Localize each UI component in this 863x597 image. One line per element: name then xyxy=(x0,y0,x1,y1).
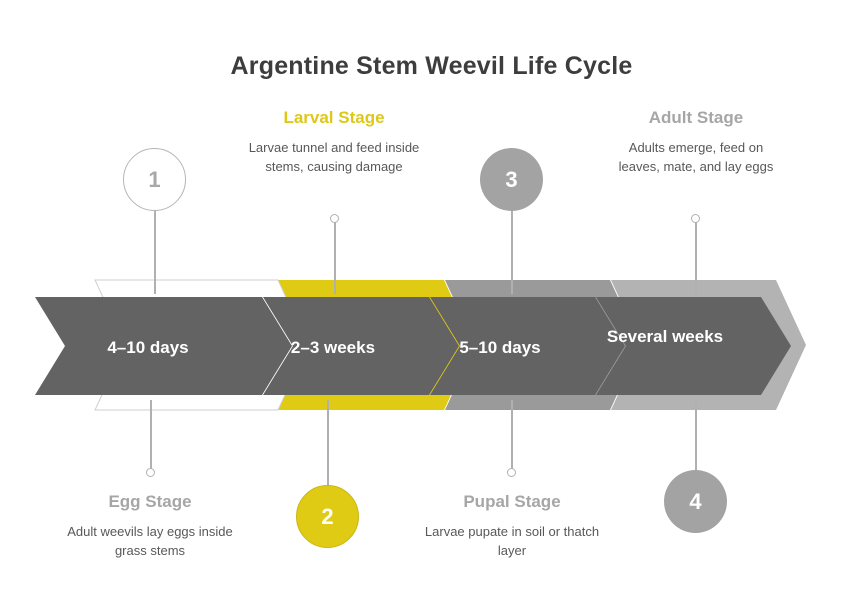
stage-title-larval: Larval Stage xyxy=(283,108,385,127)
stage-marker-1[interactable]: 1 xyxy=(123,148,186,211)
stage-title-pupal: Pupal Stage xyxy=(463,492,561,511)
stage-number-3: 3 xyxy=(505,166,518,192)
stage-block-larval: Larval Stage Larvae tunnel and feed insi… xyxy=(246,108,422,176)
connector-line-4-top xyxy=(695,222,697,294)
stage-desc-larval: Larvae tunnel and feed inside stems, cau… xyxy=(248,140,420,174)
connector-line-2-bottom xyxy=(327,400,329,485)
stage-marker-2[interactable]: 2 xyxy=(296,485,359,548)
page-title: Argentine Stem Weevil Life Cycle xyxy=(230,52,633,80)
stage-number-2: 2 xyxy=(321,503,334,529)
chevron-fill-1 xyxy=(35,297,292,395)
connector-endpoint-3 xyxy=(507,468,516,477)
connector-line-2-top xyxy=(334,222,336,294)
stage-block-egg: Egg Stage Adult weevils lay eggs inside … xyxy=(62,492,238,560)
connector-endpoint-1 xyxy=(146,468,155,477)
stage-number-4: 4 xyxy=(689,488,702,514)
connector-line-1-top xyxy=(154,211,156,294)
chevron-fill-3 xyxy=(430,297,625,395)
stage-marker-4[interactable]: 4 xyxy=(664,470,727,533)
connector-line-3-bottom xyxy=(511,400,513,470)
stage-title-adult: Adult Stage xyxy=(648,108,744,127)
stage-desc-pupal: Larvae pupate in soil or thatch layer xyxy=(424,524,600,558)
chevron-fill-4 xyxy=(596,297,791,395)
stage-block-adult: Adult Stage Adults emerge, feed on leave… xyxy=(608,108,784,176)
connector-line-3-top xyxy=(511,211,513,294)
stage-marker-3[interactable]: 3 xyxy=(480,148,543,211)
chevron-fill-2 xyxy=(263,297,459,395)
connector-line-1-bottom xyxy=(150,400,152,470)
stage-desc-egg: Adult weevils lay eggs inside grass stem… xyxy=(67,524,233,558)
stage-desc-adult: Adults emerge, feed on leaves, mate, and… xyxy=(618,140,774,174)
process-chevron-band xyxy=(35,279,806,411)
stage-block-pupal: Pupal Stage Larvae pupate in soil or tha… xyxy=(424,492,600,560)
stage-number-1: 1 xyxy=(148,166,161,192)
connector-line-4-bottom xyxy=(695,400,697,470)
stage-title-egg: Egg Stage xyxy=(108,492,192,511)
